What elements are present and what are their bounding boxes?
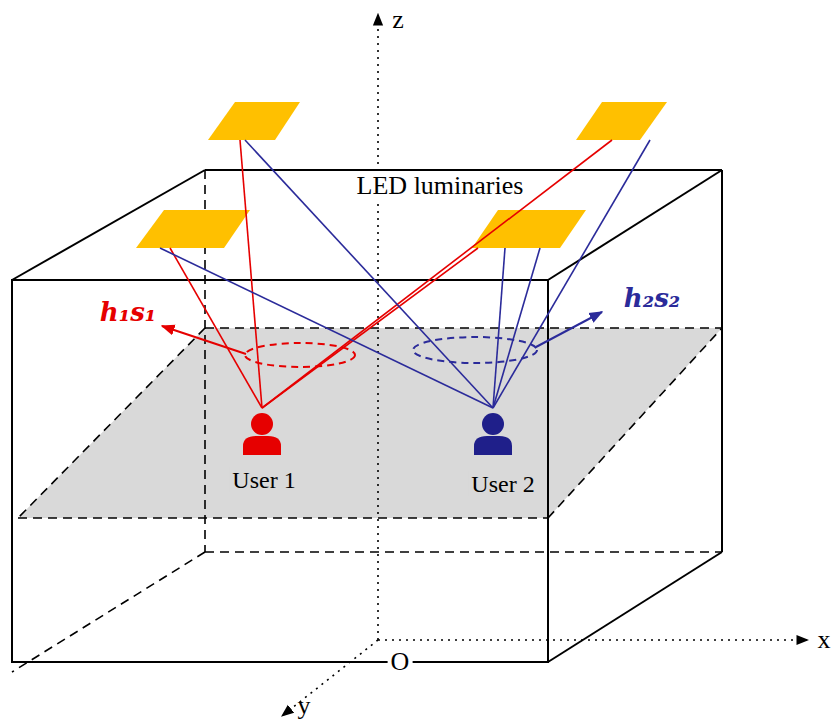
signal-ellipse xyxy=(413,337,537,363)
origin-label: O xyxy=(388,648,413,677)
signal-ellipse xyxy=(245,343,355,367)
signal-label: h₂s₂ xyxy=(621,284,683,313)
led-luminaire xyxy=(136,102,667,248)
axis-label: y xyxy=(295,691,314,720)
signal-arrow xyxy=(536,312,602,347)
receiver-plane xyxy=(18,328,722,518)
light-path-user1 xyxy=(170,140,612,408)
light-path-user2 xyxy=(160,140,650,408)
signal-label: h₁s₁ xyxy=(97,298,159,327)
signal-arrow xyxy=(162,326,246,354)
component-label: LED luminaries xyxy=(354,172,527,201)
user-icon xyxy=(243,413,281,455)
axis-label: x xyxy=(815,626,834,655)
user-icon xyxy=(474,413,512,455)
hidden-edges xyxy=(12,170,722,672)
axis-label: z xyxy=(389,6,407,35)
user-label: User 1 xyxy=(229,467,298,493)
room-box xyxy=(12,170,722,662)
user-label: User 2 xyxy=(468,471,537,497)
axes xyxy=(282,14,808,716)
